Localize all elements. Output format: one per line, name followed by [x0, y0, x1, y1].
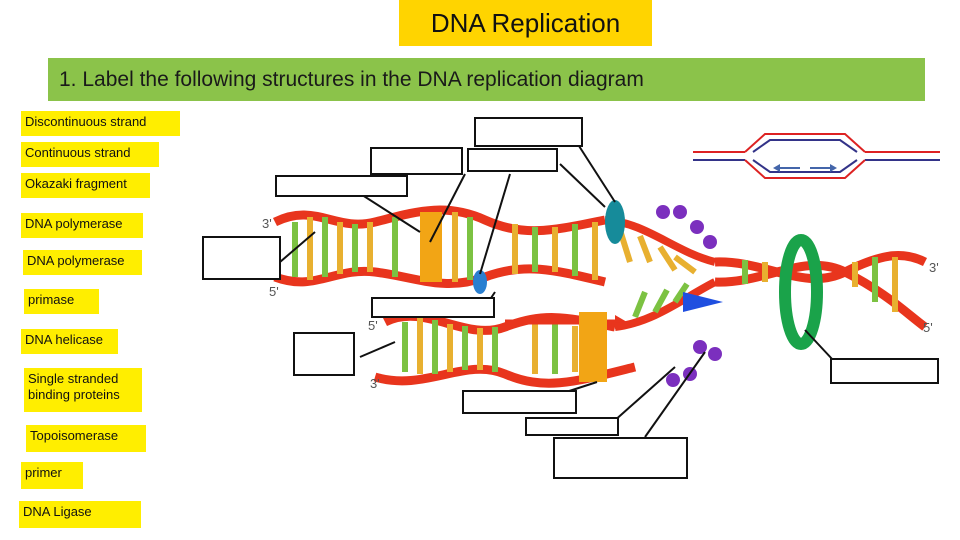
teal-protein-icon [605, 200, 625, 244]
base-pairs-top [292, 212, 598, 282]
term-primase[interactable]: primase [24, 289, 99, 314]
blank-label-3[interactable] [467, 148, 558, 172]
strand-end-label: 3' [262, 216, 272, 231]
term-continuous-strand[interactable]: Continuous strand [21, 142, 159, 167]
page-title: DNA Replication [399, 0, 652, 46]
term-discontinuous-strand[interactable]: Discontinuous strand [21, 111, 180, 136]
blank-label-9[interactable] [462, 390, 577, 414]
blank-label-6[interactable] [371, 297, 495, 318]
ligase-icon [473, 270, 487, 294]
term-dna-ligase[interactable]: DNA Ligase [19, 501, 141, 528]
blank-label-11[interactable] [553, 437, 688, 479]
strand-end-label: 5' [923, 320, 933, 335]
term-dna-polymerase-1[interactable]: DNA polymerase [21, 213, 143, 238]
term-single-stranded-binding-proteins[interactable]: Single stranded binding proteins [24, 368, 142, 412]
term-topoisomerase[interactable]: Topoisomerase [26, 425, 146, 452]
helicase-icon [779, 234, 823, 350]
dna-polymerase-bottom [579, 312, 607, 382]
blank-label-1[interactable] [474, 117, 583, 147]
instruction-heading: 1. Label the following structures in the… [48, 58, 925, 101]
term-dna-helicase[interactable]: DNA helicase [21, 329, 118, 354]
strand-end-label: 3' [929, 260, 939, 275]
blank-label-5[interactable] [202, 236, 281, 280]
blank-label-4[interactable] [275, 175, 408, 197]
dna-polymerase-top [420, 212, 442, 282]
dna-replication-diagram: 3' 5' 5' 3' 3' 5' [262, 131, 940, 438]
blank-label-10[interactable] [525, 417, 619, 436]
term-okazaki-fragment[interactable]: Okazaki fragment [21, 173, 150, 198]
strand-end-label: 5' [368, 318, 378, 333]
term-primer[interactable]: primer [21, 462, 83, 489]
strand-end-label: 3' [370, 376, 380, 391]
term-dna-polymerase-2[interactable]: DNA polymerase [23, 250, 142, 275]
blank-label-7[interactable] [293, 332, 355, 376]
parental-strand-top [272, 205, 607, 288]
blank-label-8[interactable] [830, 358, 939, 384]
blank-label-2[interactable] [370, 147, 463, 175]
strand-end-label: 5' [269, 284, 279, 299]
replication-bubble-inset [693, 133, 940, 179]
primase-icon [683, 292, 723, 312]
